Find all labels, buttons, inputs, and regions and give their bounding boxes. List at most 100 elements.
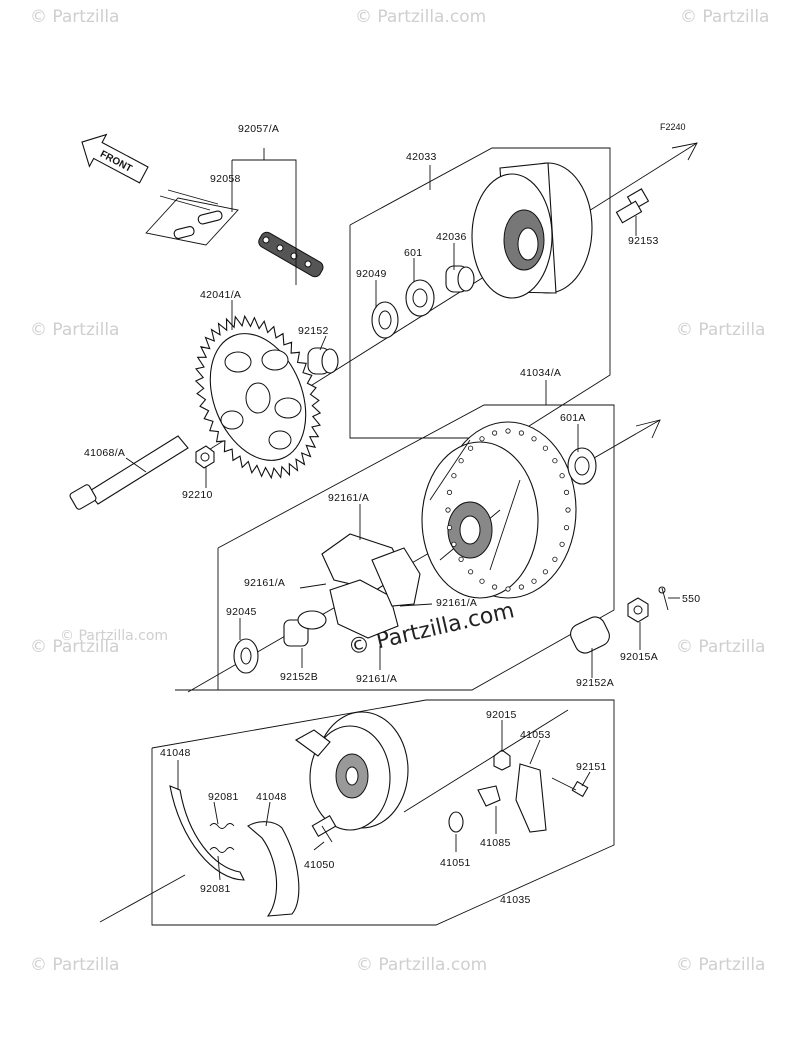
watermark: © Partzilla <box>676 955 765 975</box>
part-label: 92161/A <box>356 673 397 685</box>
rear-sprocket <box>194 314 322 480</box>
arrow-icon <box>81 133 149 184</box>
part-label: 42036 <box>436 231 467 243</box>
watermark: © Partzilla.com <box>355 7 486 27</box>
part-label: 41050 <box>304 859 335 871</box>
part-label: 92161/A <box>436 597 477 609</box>
watermark-layer: © Partzilla © Partzilla.com © Partzilla … <box>30 7 769 975</box>
bearing-601 <box>405 279 435 317</box>
part-label: 41048 <box>256 791 287 803</box>
nut-92015A <box>627 597 649 623</box>
drive-chain <box>145 148 324 285</box>
hub-dampers-92161A <box>321 533 421 639</box>
nut-92210 <box>195 445 215 469</box>
part-label: 92152 <box>298 325 329 337</box>
collar-42036 <box>445 265 475 293</box>
diagram-code: F2240 <box>660 122 686 132</box>
chain-links <box>258 231 324 278</box>
part-label: 92161/A <box>328 492 369 504</box>
seal-41051 <box>448 811 464 833</box>
part-label: 41048 <box>160 747 191 759</box>
rim-hole <box>467 569 474 575</box>
watermark: © Partzilla <box>30 955 119 975</box>
rim-hole <box>505 428 511 434</box>
watermark: © Partzilla <box>680 7 769 27</box>
axle-41068A <box>69 435 189 510</box>
rim-hole <box>559 473 565 479</box>
rim-hole <box>531 578 537 584</box>
watermark: © Partzilla <box>30 7 119 27</box>
collar-92152B <box>283 610 327 647</box>
rim-hole <box>552 458 558 464</box>
watermark: © Partzilla <box>30 637 119 657</box>
rim-hole <box>491 430 498 436</box>
rim-hole <box>559 541 565 547</box>
front-direction-arrow: FRONT <box>81 133 149 184</box>
rim-hole <box>479 578 485 584</box>
bolt-92153 <box>615 188 650 224</box>
wheel-41034A <box>421 421 577 599</box>
part-label: 92210 <box>182 489 213 501</box>
watermark: © Partzilla <box>676 320 765 340</box>
rim-hole <box>451 473 457 479</box>
rim-hole <box>563 524 570 531</box>
part-label: 92058 <box>210 173 241 185</box>
rim-hole <box>446 489 453 495</box>
leader <box>232 159 297 285</box>
sprocket-hub <box>471 162 593 299</box>
rim-hole <box>531 436 537 442</box>
watermark: © Partzilla <box>676 637 765 657</box>
rim-hole <box>518 584 525 590</box>
part-label: 92081 <box>200 883 231 895</box>
outline-brake-group <box>151 699 615 926</box>
master-link-clip <box>197 210 223 225</box>
part-label: 41035 <box>500 894 531 906</box>
part-label: 92081 <box>208 791 239 803</box>
brake-shoe-left <box>169 785 245 881</box>
part-label: 42033 <box>406 151 437 163</box>
brake-lever-41053 <box>515 763 547 833</box>
rim-hole <box>565 507 571 513</box>
part-label: 41034/A <box>520 367 561 379</box>
part-label: 41085 <box>480 837 511 849</box>
rim-hole <box>445 507 451 513</box>
bolt-92151 <box>551 777 589 798</box>
part-labels: 92057/A 92058 42033 92153 42036 601 9204… <box>84 123 700 906</box>
brake-cam-41050 <box>311 815 337 843</box>
part-label: 601 <box>404 247 422 259</box>
indicator-41085 <box>477 785 501 807</box>
part-label: 92161/A <box>244 577 285 589</box>
rim-hole <box>542 569 549 575</box>
brake-shoe-right <box>247 821 300 917</box>
part-label: 92152B <box>280 671 318 683</box>
part-label: 41051 <box>440 857 471 869</box>
rim-hole <box>518 430 525 436</box>
rim-holes <box>445 428 571 592</box>
leader-lines <box>125 165 680 881</box>
part-label: 92152A <box>576 677 614 689</box>
rim-hole <box>505 586 511 592</box>
part-label: 92045 <box>226 606 257 618</box>
rim-hole <box>479 436 485 442</box>
part-label: 42041/A <box>200 289 241 301</box>
rim-hole <box>467 445 474 451</box>
part-label: 92015 <box>486 709 517 721</box>
bearing-92045 <box>233 638 259 674</box>
part-label: 92151 <box>576 761 607 773</box>
part-label: 92057/A <box>238 123 279 135</box>
cotter-pin-550 <box>658 586 669 611</box>
part-label: 550 <box>682 593 700 605</box>
collar-92152A <box>570 616 610 654</box>
watermark: © Partzilla.com <box>356 955 487 975</box>
outline-hub-group <box>349 147 611 439</box>
part-label: 92049 <box>356 268 387 280</box>
master-link-plate <box>173 225 195 239</box>
nut-92015 <box>493 749 511 771</box>
brake-panel-41035 <box>294 711 409 831</box>
rim-hole <box>491 584 498 590</box>
rim-hole <box>458 458 464 464</box>
watermark: © Partzilla <box>30 320 119 340</box>
part-label: 92153 <box>628 235 659 247</box>
collar-92152 <box>307 347 339 375</box>
part-label: 92015A <box>620 651 658 663</box>
